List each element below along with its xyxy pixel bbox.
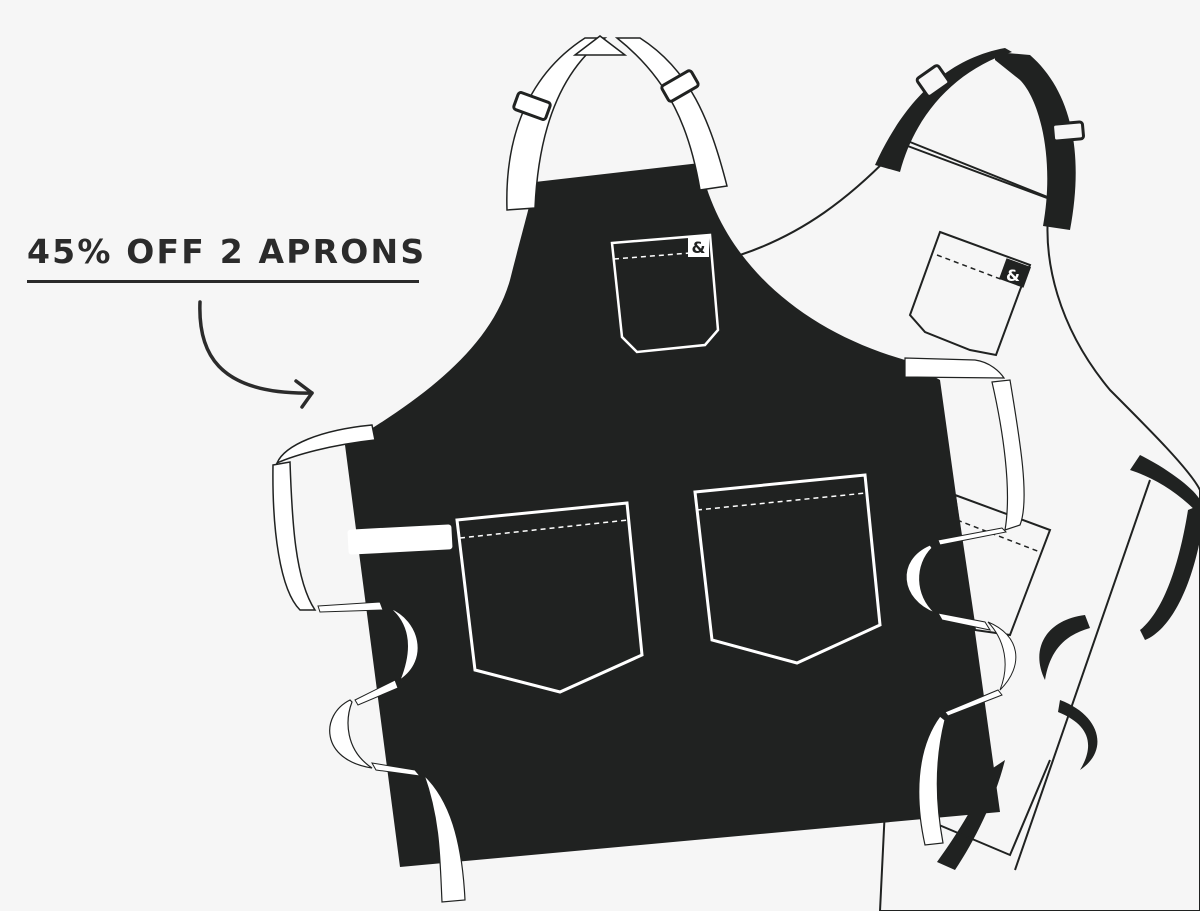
promo-headline: 45% OFF 2 APRONS: [27, 232, 427, 271]
curved-arrow-icon: [198, 300, 314, 409]
back-logo-glyph: &: [1006, 266, 1020, 285]
front-logo-glyph: &: [692, 238, 706, 257]
front-apron: &: [272, 35, 1025, 903]
headline-underline: [27, 280, 419, 283]
promo-headline-block: 45% OFF 2 APRONS: [27, 232, 427, 283]
